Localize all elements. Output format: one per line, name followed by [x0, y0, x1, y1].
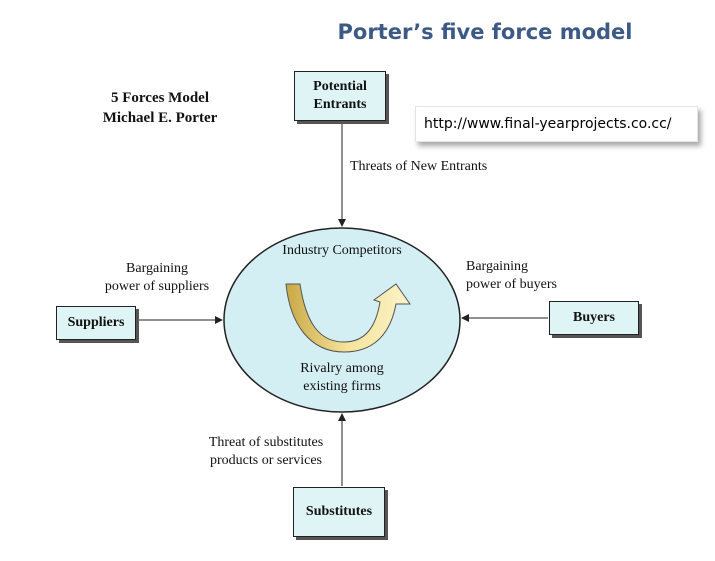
diagram-title: Porter’s five force model — [337, 20, 633, 44]
url-callout[interactable]: http://www.final-yearprojects.co.cc/ — [415, 106, 698, 142]
potential-entrants-line-2: Entrants — [313, 97, 367, 112]
new-entrants-threat-label: Threats of New Entrants — [350, 159, 488, 174]
rivalry-line-2: existing firms — [303, 379, 381, 394]
substitutes-label: Substitutes — [305, 504, 373, 519]
buyers-box: Buyers — [549, 301, 639, 335]
suppliers-label: Suppliers — [67, 315, 125, 330]
substitutes-threat-label: Threat of substitutes products or servic… — [196, 434, 336, 470]
credit-line-1: 5 Forces Model — [110, 90, 210, 106]
substitutes-threat-line-2: products or services — [210, 453, 322, 468]
industry-competitors-label: Industry Competitors — [282, 243, 402, 258]
substitutes-box: Substitutes — [293, 487, 385, 537]
industry-circle — [223, 227, 461, 413]
model-credit: 5 Forces Model Michael E. Porter — [60, 88, 260, 128]
potential-entrants-box: Potential Entrants — [294, 71, 386, 121]
buyers-label: Buyers — [573, 310, 615, 325]
supplier-power-label: Bargaining power of suppliers — [92, 260, 222, 296]
rivalry-label: Rivalry among existing firms — [262, 360, 422, 396]
buyer-power-line-1: Bargaining — [466, 259, 528, 274]
rivalry-u-arrow-icon — [285, 283, 411, 353]
supplier-power-line-1: Bargaining — [126, 261, 188, 276]
supplier-power-line-2: power of suppliers — [104, 279, 210, 294]
rivalry-line-1: Rivalry among — [300, 361, 384, 376]
potential-entrants-line-1: Potential — [313, 79, 367, 94]
suppliers-box: Suppliers — [56, 306, 136, 340]
credit-line-2: Michael E. Porter — [102, 110, 218, 126]
substitutes-threat-line-1: Threat of substitutes — [208, 435, 324, 450]
buyer-power-label: Bargaining power of buyers — [466, 258, 557, 294]
buyer-power-line-2: power of buyers — [466, 277, 557, 292]
